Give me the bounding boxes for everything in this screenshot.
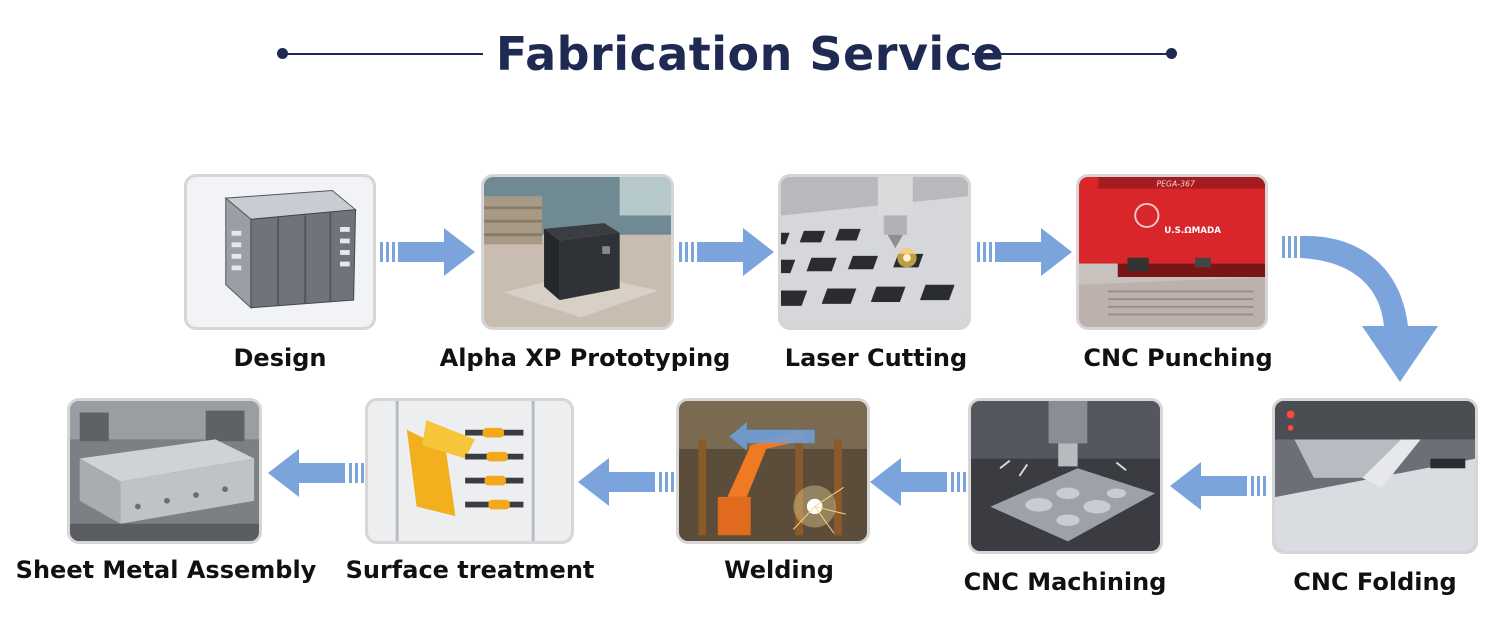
step-label-cnc-folding: CNC Folding bbox=[1293, 568, 1457, 596]
flow-arrow-4 bbox=[1170, 460, 1266, 512]
design-cad-image bbox=[184, 174, 376, 330]
welding-photo bbox=[676, 398, 870, 544]
cnc-folding-photo bbox=[1272, 398, 1478, 554]
title-left-line bbox=[283, 53, 483, 55]
flow-arrow-2 bbox=[679, 226, 775, 278]
cnc-machining-photo bbox=[968, 398, 1163, 554]
prototyping-photo bbox=[481, 174, 674, 330]
page-title: Fabrication Service bbox=[495, 27, 1005, 81]
flow-arrow-5 bbox=[870, 456, 966, 508]
step-label-design: Design bbox=[233, 344, 327, 372]
machine-model-text: PEGA-367 bbox=[1157, 180, 1196, 189]
surface-treatment-photo bbox=[365, 398, 574, 544]
step-label-cnc-machining: CNC Machining bbox=[963, 568, 1167, 596]
step-label-welding: Welding bbox=[724, 556, 834, 584]
step-label-sheet-metal-assembly: Sheet Metal Assembly bbox=[15, 556, 317, 584]
laser-cutting-photo bbox=[778, 174, 971, 330]
machine-brand-text: U.S.ΩMADA bbox=[1164, 226, 1221, 236]
title-right-dot bbox=[1166, 48, 1177, 59]
title-row: Fabrication Service bbox=[0, 22, 1500, 86]
flow-arrow-curve bbox=[1282, 230, 1446, 386]
assembly-photo bbox=[67, 398, 262, 544]
flow-arrow-7 bbox=[268, 447, 364, 499]
title-left-dot bbox=[277, 48, 288, 59]
step-label-cnc-punching: CNC Punching bbox=[1083, 344, 1273, 372]
flow-arrow-6 bbox=[578, 456, 674, 508]
step-label-laser-cutting: Laser Cutting bbox=[784, 344, 968, 372]
cnc-punching-photo: U.S.ΩMADA PEGA-367 bbox=[1076, 174, 1268, 330]
step-label-prototyping: Alpha XP Prototyping bbox=[439, 344, 731, 372]
flow-arrow-3 bbox=[977, 226, 1073, 278]
step-label-surface-treatment: Surface treatment bbox=[345, 556, 595, 584]
flow-arrow-1 bbox=[380, 226, 476, 278]
title-right-line bbox=[972, 53, 1172, 55]
